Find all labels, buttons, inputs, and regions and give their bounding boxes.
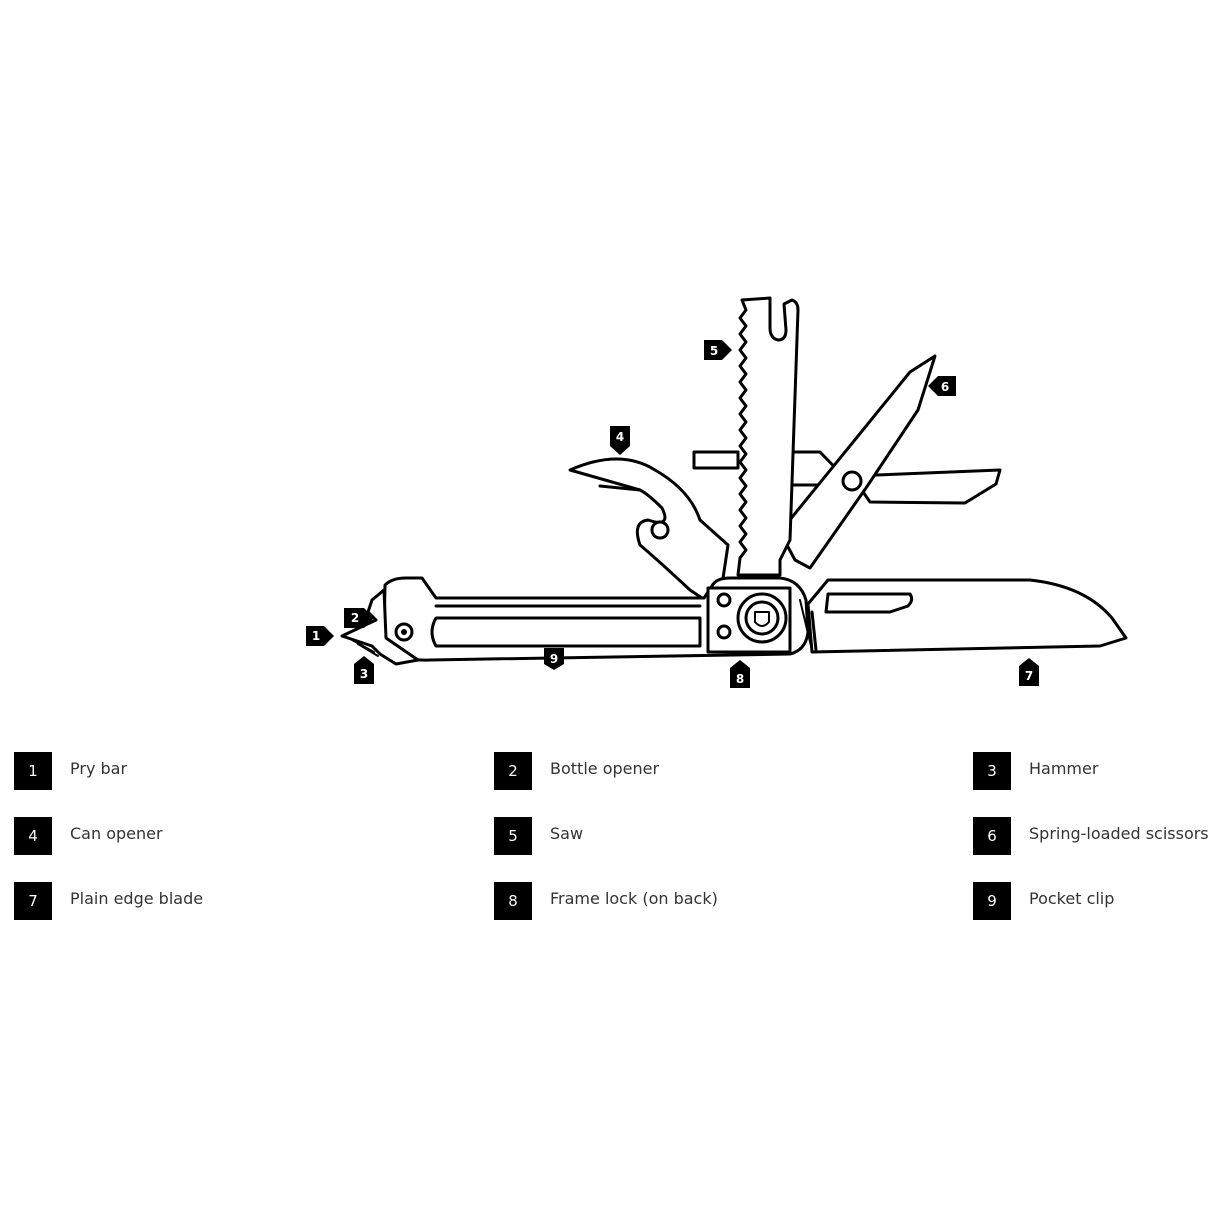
callout-5: 5 [704, 340, 732, 360]
callout-6-label: 6 [941, 380, 949, 394]
callout-3-label: 3 [360, 667, 368, 681]
legend-item-can-opener: 4 Can opener [14, 817, 163, 855]
legend-item-hammer: 3 Hammer [973, 752, 1098, 790]
can-opener-illustration [568, 457, 730, 602]
legend-item-blade: 7 Plain edge blade [14, 882, 203, 920]
legend-badge: 2 [494, 752, 532, 790]
legend-label: Spring-loaded scissors [1029, 823, 1209, 843]
callout-6: 6 [928, 376, 956, 396]
legend-label: Hammer [1029, 758, 1099, 778]
legend-item-frame-lock: 8 Frame lock (on back) [494, 882, 718, 920]
callout-4: 4 [610, 426, 630, 455]
blade-illustration [799, 578, 1128, 654]
legend-badge: 1 [14, 752, 52, 790]
callout-2-label: 2 [351, 611, 359, 625]
legend-item-bottle-opener: 2 Bottle opener [494, 752, 659, 790]
legend-badge: 9 [973, 882, 1011, 920]
callout-1: 1 [306, 626, 334, 646]
legend-label: Can opener [70, 823, 163, 843]
saw-illustration [692, 296, 800, 577]
legend-item-saw: 5 Saw [494, 817, 583, 855]
handle-illustration [382, 576, 810, 662]
pry-bar-illustration [340, 588, 420, 666]
callout-7: 7 [1019, 658, 1039, 686]
scissors-illustration [776, 354, 1002, 570]
legend-label: Pocket clip [1029, 888, 1115, 908]
legend-badge: 5 [494, 817, 532, 855]
callouts: 1 2 3 4 5 6 7 8 [306, 340, 1039, 688]
callout-8: 8 [730, 660, 750, 688]
legend-badge: 6 [973, 817, 1011, 855]
legend-label: Pry bar [70, 758, 128, 778]
callout-3: 3 [354, 656, 374, 684]
legend-badge: 7 [14, 882, 52, 920]
legend-label: Bottle opener [550, 758, 660, 778]
callout-7-label: 7 [1025, 669, 1033, 683]
callout-4-label: 4 [616, 430, 624, 444]
callout-9: 9 [544, 648, 564, 670]
legend-badge: 4 [14, 817, 52, 855]
legend-label: Saw [550, 823, 584, 843]
legend-item-scissors: 6 Spring-loaded scissors [973, 817, 1209, 855]
legend-badge: 8 [494, 882, 532, 920]
callout-5-label: 5 [710, 344, 718, 358]
callout-8-label: 8 [736, 672, 744, 686]
legend-item-pry-bar: 1 Pry bar [14, 752, 127, 790]
callout-9-label: 9 [550, 652, 558, 666]
callout-2: 2 [344, 608, 374, 628]
legend-label: Plain edge blade [70, 888, 204, 908]
legend-label: Frame lock (on back) [550, 888, 718, 908]
legend-badge: 3 [973, 752, 1011, 790]
legend-item-pocket-clip: 9 Pocket clip [973, 882, 1114, 920]
callout-1-label: 1 [312, 629, 320, 643]
